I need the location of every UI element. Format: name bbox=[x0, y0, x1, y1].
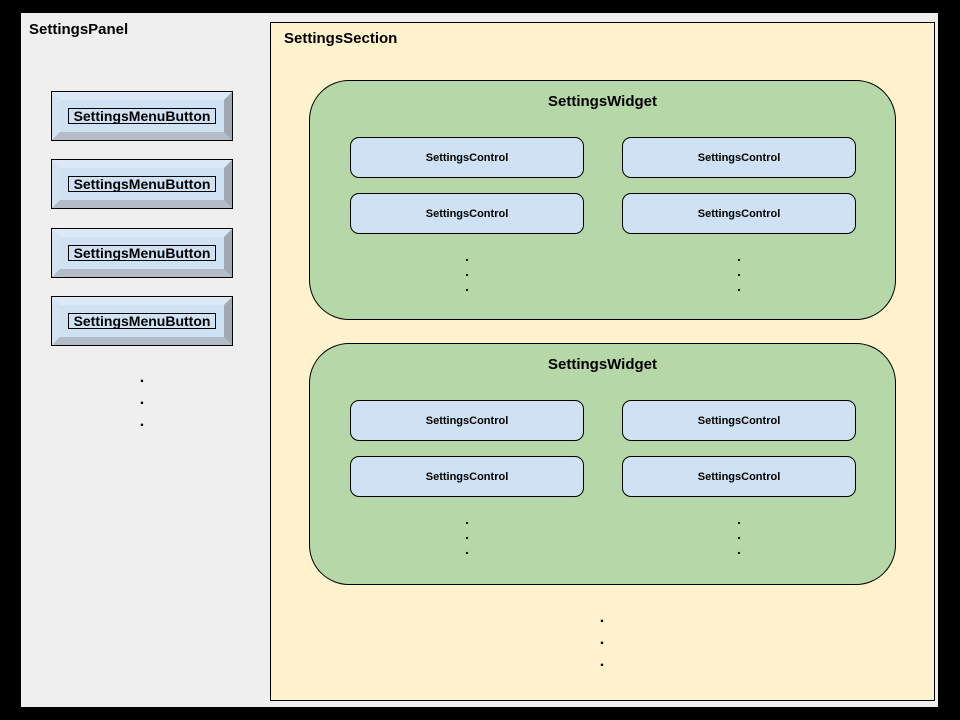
button-bevel: SettingsMenuButton bbox=[52, 92, 232, 140]
menu-button-label: SettingsMenuButton bbox=[68, 313, 216, 329]
ellipsis-dot: . bbox=[139, 413, 145, 430]
settings-menu-button[interactable]: SettingsMenuButton bbox=[51, 228, 233, 278]
ellipsis-dot: . bbox=[737, 541, 741, 557]
ellipsis-dot: . bbox=[737, 278, 741, 294]
settings-section-title: SettingsSection bbox=[284, 30, 398, 47]
ellipsis-dot: . bbox=[737, 248, 741, 264]
menu-button-label: SettingsMenuButton bbox=[68, 245, 216, 261]
settings-menu-button[interactable]: SettingsMenuButton bbox=[51, 296, 233, 346]
settings-control[interactable]: SettingsControl bbox=[622, 456, 856, 497]
section-ellipsis: . . . bbox=[582, 607, 622, 673]
settings-control[interactable]: SettingsControl bbox=[622, 193, 856, 234]
ellipsis-dot: . bbox=[737, 263, 741, 279]
settings-widget-title: SettingsWidget bbox=[547, 356, 658, 373]
settings-control[interactable]: SettingsControl bbox=[622, 137, 856, 178]
panel-ellipsis: . . . bbox=[112, 367, 172, 433]
settings-panel: SettingsPanel SettingsMenuButton Setting… bbox=[21, 13, 938, 707]
ellipsis-dot: . bbox=[465, 248, 469, 264]
ellipsis-dot: . bbox=[465, 541, 469, 557]
ellipsis-dot: . bbox=[465, 511, 469, 527]
settings-control[interactable]: SettingsControl bbox=[350, 400, 584, 441]
settings-control[interactable]: SettingsControl bbox=[350, 137, 584, 178]
ellipsis-dot: . bbox=[599, 653, 605, 670]
settings-section: SettingsSection SettingsWidget SettingsC… bbox=[270, 22, 935, 701]
settings-panel-title: SettingsPanel bbox=[29, 21, 129, 38]
ellipsis-dot: . bbox=[737, 511, 741, 527]
settings-widget-title: SettingsWidget bbox=[547, 93, 658, 110]
ellipsis-dot: . bbox=[139, 391, 145, 408]
ellipsis-dot: . bbox=[465, 526, 469, 542]
ellipsis-dot: . bbox=[465, 263, 469, 279]
button-bevel: SettingsMenuButton bbox=[52, 297, 232, 345]
ellipsis-dot: . bbox=[599, 631, 605, 648]
ellipsis-dot: . bbox=[737, 526, 741, 542]
settings-widget: SettingsWidget SettingsControl SettingsC… bbox=[309, 80, 896, 320]
ellipsis-dot: . bbox=[139, 369, 145, 386]
settings-menu-button[interactable]: SettingsMenuButton bbox=[51, 159, 233, 209]
button-bevel: SettingsMenuButton bbox=[52, 160, 232, 208]
settings-control[interactable]: SettingsControl bbox=[350, 193, 584, 234]
widget-ellipsis-column: . . . bbox=[719, 512, 759, 557]
ellipsis-dot: . bbox=[465, 278, 469, 294]
settings-menu-button[interactable]: SettingsMenuButton bbox=[51, 91, 233, 141]
menu-button-label: SettingsMenuButton bbox=[68, 176, 216, 192]
widget-ellipsis-column: . . . bbox=[447, 249, 487, 294]
widget-ellipsis-column: . . . bbox=[719, 249, 759, 294]
settings-widget: SettingsWidget SettingsControl SettingsC… bbox=[309, 343, 896, 585]
settings-control[interactable]: SettingsControl bbox=[350, 456, 584, 497]
button-bevel: SettingsMenuButton bbox=[52, 229, 232, 277]
menu-button-label: SettingsMenuButton bbox=[68, 108, 216, 124]
ellipsis-dot: . bbox=[599, 609, 605, 626]
settings-control[interactable]: SettingsControl bbox=[622, 400, 856, 441]
widget-ellipsis-column: . . . bbox=[447, 512, 487, 557]
